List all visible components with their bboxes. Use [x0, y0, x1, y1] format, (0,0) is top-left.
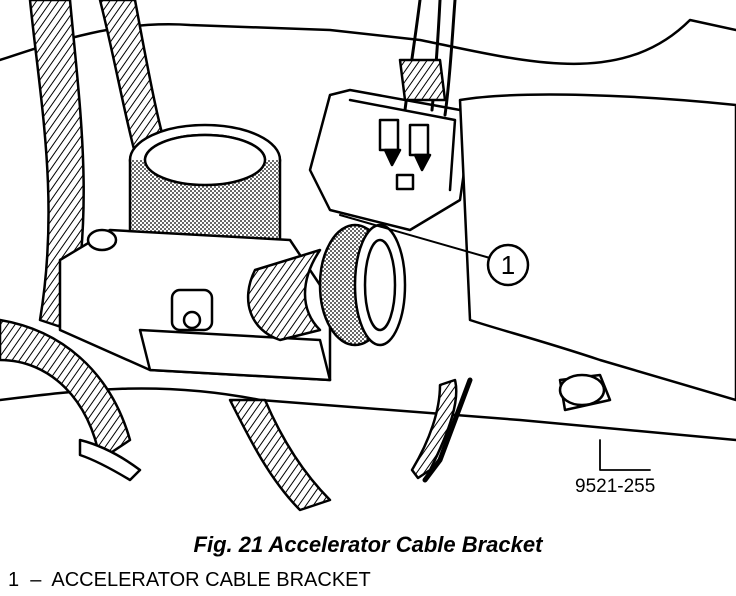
callout-leader-line [339, 214, 491, 259]
callout-1: 1 [486, 243, 530, 287]
legend-item-number: 1 [8, 569, 20, 591]
legend-item-label: ACCELERATOR CABLE BRACKET [51, 569, 371, 591]
accelerator-cable-bracket-illustration: 1 [0, 0, 736, 512]
callout-1-number: 1 [501, 250, 515, 280]
legend-item: 1 – ACCELERATOR CABLE BRACKET [8, 569, 371, 592]
drawing-number: 9521-255 [575, 476, 656, 497]
lower-left-hose [0, 318, 132, 462]
figure-caption: Fig. 21 Accelerator Cable Bracket [193, 532, 543, 557]
legend-item-separator: – [30, 569, 42, 591]
